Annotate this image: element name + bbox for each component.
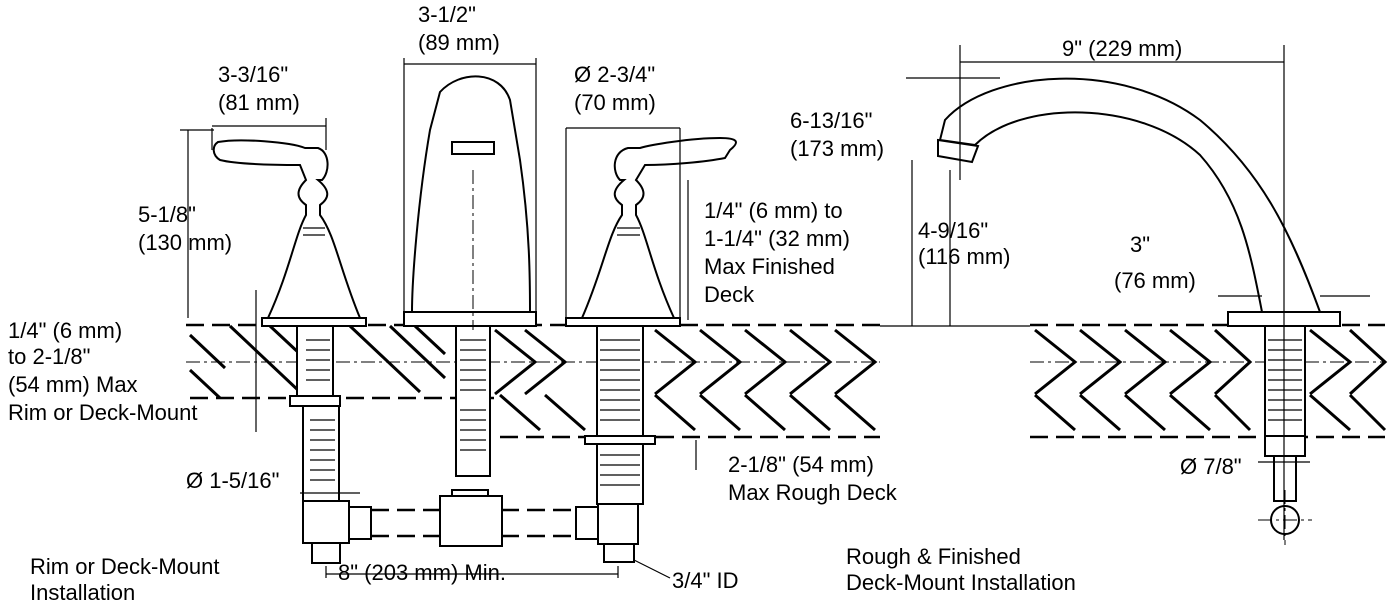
center-spacing-label: 8" (203 mm) Min. — [338, 560, 506, 585]
spout-height-label-1: 6-13/16" — [790, 108, 872, 133]
left-handle — [212, 139, 367, 564]
right-handle — [565, 136, 737, 563]
spout-width-label-2: (89 mm) — [418, 30, 500, 55]
right-deck-section — [1030, 323, 1388, 439]
handle-diameter-label-1: Ø 2-3/4" — [574, 62, 655, 87]
spout-width-label-1: 3-1/2" — [418, 2, 476, 27]
handle-diameter-label-2: (70 mm) — [574, 90, 656, 115]
finished-deck-label-2: 1-1/4" (32 mm) — [704, 226, 850, 251]
handle-height-label-2: (130 mm) — [138, 230, 232, 255]
deck-thickness-label-4: Rim or Deck-Mount — [8, 400, 197, 425]
deck-thickness-label-3: (54 mm) Max — [8, 372, 138, 397]
handle-width-label-1: 3-3/16" — [218, 62, 288, 87]
spout-shank-label: Ø 7/8" — [1180, 454, 1242, 479]
rough-deck-label-1: 2-1/8" (54 mm) — [728, 452, 874, 477]
rim-install-label-2: Installation — [30, 580, 135, 605]
spout-clearance-label-2: (116 mm) — [918, 244, 1011, 269]
rim-install-label-1: Rim or Deck-Mount — [30, 554, 219, 579]
handle-height-label-1: 5-1/8" — [138, 202, 196, 227]
finished-deck-label-4: Deck — [704, 282, 755, 307]
deck-install-label-2: Deck-Mount Installation — [846, 570, 1076, 595]
spout-base-label-1: 3" — [1130, 232, 1150, 257]
deck-thickness-label-1: 1/4" (6 mm) — [8, 318, 122, 343]
finished-deck-label-1: 1/4" (6 mm) to — [704, 198, 843, 223]
handle-width-label-2: (81 mm) — [218, 90, 300, 115]
spout-base-label-2: (76 mm) — [1114, 268, 1196, 293]
dimension-lines — [180, 45, 1370, 579]
spout-height-label-2: (173 mm) — [790, 136, 884, 161]
dimension-labels: 3-3/16" (81 mm) 3-1/2" (89 mm) Ø 2-3/4" … — [8, 2, 1242, 605]
left-deck-section — [186, 323, 880, 439]
spout-reach-label: 9" (229 mm) — [1062, 36, 1182, 61]
spout-clearance-label-1: 4-9/16" — [918, 218, 988, 243]
deck-install-label-1: Rough & Finished — [846, 544, 1021, 569]
rough-deck-label-2: Max Rough Deck — [728, 480, 898, 505]
inlet-id-label: 3/4" ID — [672, 568, 739, 593]
arc-spout — [937, 77, 1341, 545]
shank-diameter-label: Ø 1-5/16" — [186, 468, 279, 493]
deck-thickness-label-2: to 2-1/8" — [8, 344, 90, 369]
supply-pipe — [348, 495, 599, 547]
center-spout — [403, 75, 537, 537]
finished-deck-label-3: Max Finished — [704, 254, 835, 279]
